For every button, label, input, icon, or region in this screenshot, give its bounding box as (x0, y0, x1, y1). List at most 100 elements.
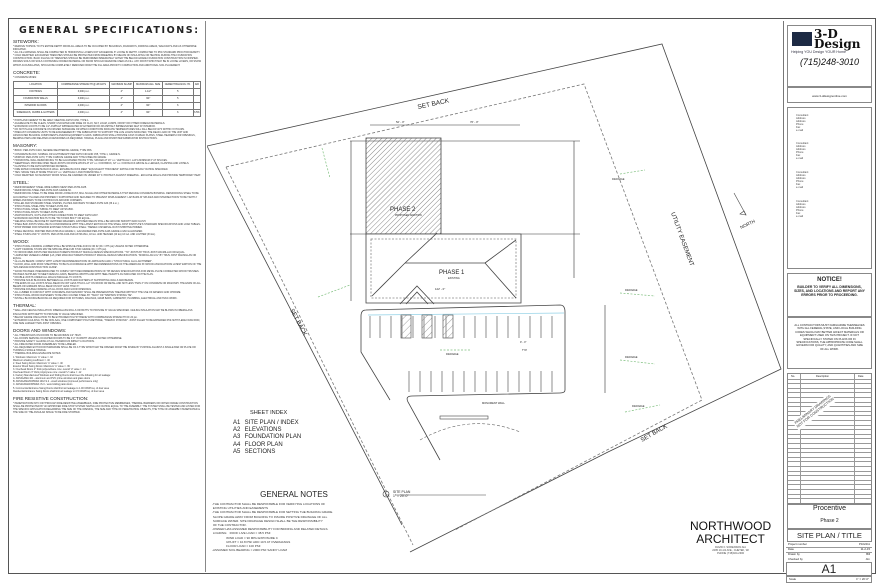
cell: FOOTINGS (12, 87, 59, 96)
rev-row (788, 457, 871, 463)
sheet-name: SITE PLAN / INDEX (244, 420, 299, 426)
rev-row (788, 438, 871, 444)
cell: 4,000 p.s.i. (57, 101, 111, 110)
fire-resistive-text: * PENETRATIONS INTO OR THROUGH FIRE-RESI… (13, 401, 201, 414)
rev-row (788, 374, 871, 380)
cell: 1-1/2" (133, 87, 163, 96)
rev-row (788, 383, 871, 389)
phase2-sublabel: PROPOSED ADDITION (395, 214, 422, 217)
cell: 4,000 p.s.i. (57, 108, 111, 117)
architect-name-line1: NORTHWOOD (690, 519, 772, 533)
rev-row (788, 434, 871, 440)
cell: 6 (161, 108, 194, 117)
north-arrow-icon (733, 192, 747, 216)
view-number: 1 (385, 493, 387, 497)
drainage-label: DRAINAGE (446, 353, 459, 356)
logo-wordmark: 3-D Design (814, 27, 861, 51)
company-logo-box: 3-D Design Helping YOU Design YOUR Home … (787, 25, 872, 87)
cell: 6.5% (192, 108, 202, 117)
sheet-name: SECTIONS (244, 448, 276, 455)
general-specifications-panel: GENERAL SPECIFICATIONS: SITEWORK: * REMO… (10, 21, 206, 572)
masonry-text: * BRICK: PER ASTM C216, SEVERE WEATHERIN… (13, 149, 201, 178)
client-name: Procentive (812, 505, 847, 512)
property-line (207, 43, 782, 553)
fire-resistive-title: FIRE RESISTIVE CONSTRUCTION: (13, 395, 89, 401)
sheet-index-title: SHEET INDEX (250, 410, 288, 416)
phase2-building (365, 137, 442, 235)
col-header: CEMENT BAGS/CU.YD. (161, 80, 194, 89)
rev-row (788, 475, 871, 481)
rev-row (788, 425, 871, 431)
phase1-building (365, 233, 522, 304)
project-phase: Phase 2 (820, 518, 839, 524)
concrete-notes: * PORTLAND CEMENT TO BE GREY, MEETING AS… (13, 118, 196, 141)
drainage-label: DRAINAGE (625, 289, 638, 292)
cell: 4" (109, 87, 135, 96)
col-header: MAXIMUM AGG. SIZE (133, 80, 163, 89)
field-value: 1" = 20'-0" (856, 577, 869, 581)
consultant-block: Consultant Address Address Phone Fax e-m… (796, 200, 809, 219)
masonry-title: MASONRY: (13, 143, 38, 149)
cell: 6 (161, 101, 194, 110)
rev-row (788, 471, 871, 477)
site-plan-drawing: SET BACK SET BACK SET BACK UTILITY EASEM… (207, 43, 782, 553)
consultant-block: Consultant Address Address Phone Fax e-m… (796, 142, 809, 161)
property-line-left (231, 195, 403, 526)
cell: 4" (109, 101, 135, 110)
thermal-title: THERMAL: (13, 303, 37, 309)
phase2-label: PHASE 2 (390, 207, 416, 213)
cell (192, 87, 202, 96)
revision-table: No. Description Date PRELIMINARY DRAWI (787, 373, 872, 505)
cell: 5 (161, 94, 194, 103)
cell: 3/4" (133, 94, 163, 103)
sheet-name: FOUNDATION PLAN (244, 434, 302, 441)
dim-typ: TYP. (522, 349, 528, 352)
general-notes-text: -THE CONTRACTOR SHALL BE RESPONSIBLE FOR… (212, 502, 334, 553)
rev-row (788, 448, 871, 454)
drainage-label: DRAINAGE (612, 178, 625, 181)
thermal-text: * WALL AND CEILING INSULATION: FIBERGLAS… (13, 309, 201, 325)
cell: SIDEWALKS, CURBS & GUTTERS (12, 108, 59, 117)
sheet-index: SHEET INDEX A1 SITE PLAN / INDEX A2 ELEV… (233, 410, 301, 456)
accessible-stalls (400, 314, 454, 339)
dim-stall: 9' - 0" (520, 341, 526, 344)
phase1-sublabel: EXISTING (448, 277, 460, 280)
rev-row (788, 484, 871, 490)
sheet-code: A5 (233, 448, 241, 455)
notice-text: BUILDER TO VERIFY ALL DIMENSIONS, SIZES,… (794, 285, 865, 297)
sheet-index-item: A4 FLOOR PLAN (233, 442, 301, 449)
steel-title: STEEL: (13, 180, 29, 186)
rev-row (788, 452, 871, 458)
sheet-index-item: A2 ELEVATIONS (233, 427, 301, 434)
rev-col-no: No. (791, 374, 796, 378)
company-website: www.3-ddesignonline.com (787, 87, 872, 103)
view-title: SITE PLAN (393, 490, 411, 494)
rev-row (788, 411, 871, 417)
rev-row (788, 466, 871, 472)
col-header: MAXIMUM SLUMP (109, 80, 135, 89)
parking-stalls (369, 316, 553, 392)
sheet-name: FLOOR PLAN (244, 441, 283, 448)
rev-row (788, 443, 871, 449)
cell (192, 94, 202, 103)
drainage-arrows (317, 147, 661, 413)
sheet-index-item: A1 SITE PLAN / INDEX (233, 420, 301, 427)
setback-line (225, 83, 703, 531)
drainage-label: DRAINAGE (632, 405, 645, 408)
wood-title: WOOD: (13, 238, 30, 244)
scale-row: Scale 1" = 20'-0" (786, 576, 872, 583)
field-key: Scale (789, 577, 796, 581)
sitework-text: * REMOVE TOPSOIL TO ITS ENTIRE DEPTH FRO… (13, 45, 201, 67)
sheet-index-item: A3 FOUNDATION PLAN (233, 434, 301, 441)
doors-windows-text: * ALL THRESHOLDS ON DOORS TO BE MAXIMUM … (13, 333, 196, 393)
project-box: Procentive Phase 2 (787, 503, 872, 529)
rev-row (788, 494, 871, 500)
company-phone: (715)248-3010 (799, 57, 860, 67)
sheet-index-item: A5 SECTIONS (233, 449, 301, 456)
setback-label-top: SET BACK (417, 97, 450, 111)
rev-row (788, 420, 871, 426)
sheet-code: A3 (233, 434, 241, 441)
